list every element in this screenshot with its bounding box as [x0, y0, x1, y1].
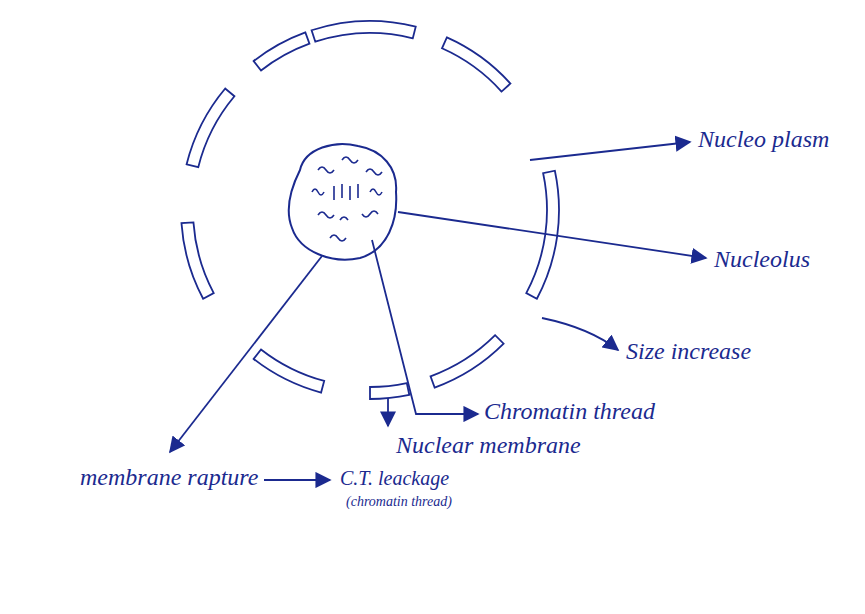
label-text: membrane rapture	[80, 464, 258, 492]
membrane-segment	[312, 21, 416, 42]
label-text: Nucleo plasm	[698, 126, 829, 154]
label-text: Size increase	[626, 338, 751, 366]
note-text: C.T. leackage	[340, 467, 449, 490]
membrane-segment	[431, 335, 504, 387]
chromatin-squiggles	[312, 157, 382, 241]
membrane-segment	[181, 222, 213, 298]
membrane-segment	[254, 32, 310, 70]
membrane-segment	[370, 383, 409, 399]
label-text: Chromatin thread	[484, 398, 655, 426]
broken-membrane	[181, 21, 559, 399]
membrane-segment	[254, 349, 325, 392]
nucleus-blob	[289, 144, 397, 259]
label-text: Nucleolus	[714, 246, 810, 274]
note-text: (chromatin thread)	[346, 494, 452, 510]
membrane-segment	[442, 37, 510, 91]
membrane-segment	[187, 89, 235, 168]
leader-lines	[170, 142, 706, 480]
label-text: Nuclear membrane	[396, 432, 581, 460]
